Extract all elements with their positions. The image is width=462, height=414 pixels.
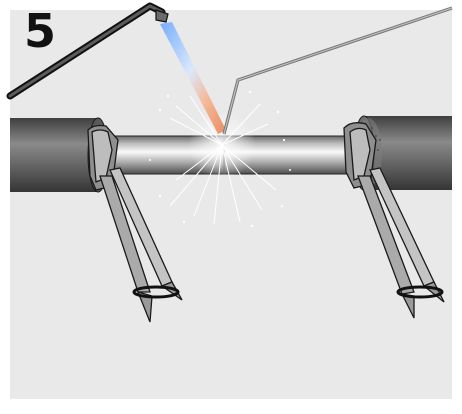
left-pipe-clamp-icon [87, 124, 183, 323]
weld-sparks [149, 86, 291, 228]
step-number: 5 [24, 4, 57, 58]
torch-flame [160, 22, 226, 134]
welding-torch-icon [6, 2, 169, 100]
right-pipe-clamp-icon [343, 122, 445, 319]
filler-rod-icon [222, 6, 453, 135]
